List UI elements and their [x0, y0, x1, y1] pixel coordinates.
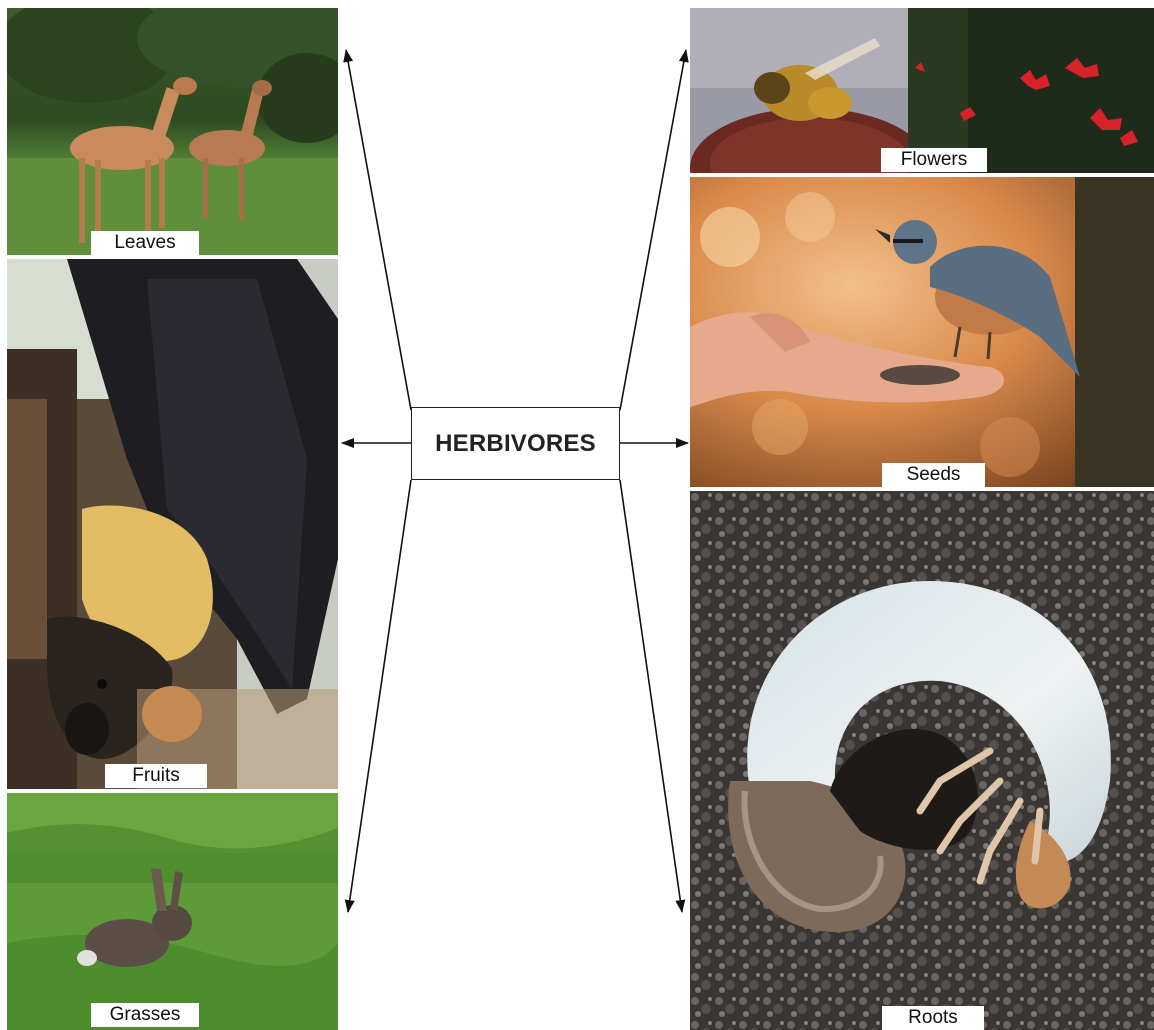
herbivores-box: HERBIVORES	[411, 407, 620, 480]
arrow-to-leaves	[346, 50, 411, 410]
herbivores-label: HERBIVORES	[435, 430, 596, 458]
arrow-to-flowers	[620, 50, 686, 410]
arrow-to-grasses	[348, 480, 411, 912]
arrow-to-roots	[620, 480, 682, 912]
